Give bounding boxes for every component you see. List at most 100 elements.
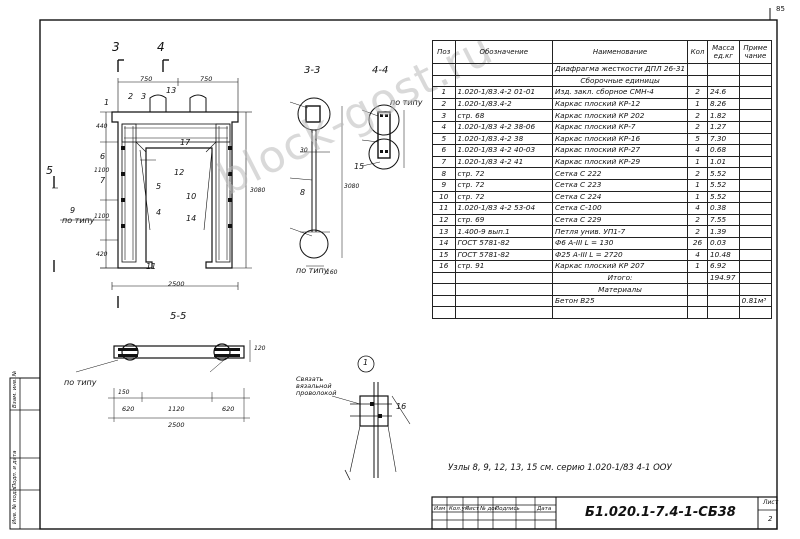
row-note — [738, 144, 773, 157]
callout-2: 2 — [128, 92, 134, 101]
row-note — [738, 167, 773, 180]
row-note — [738, 86, 773, 99]
row-note — [738, 109, 773, 122]
row-mass: 1.01 — [706, 155, 740, 169]
annot-po-tipu-8: по типу — [296, 266, 329, 275]
row-designation: стр. 91 — [454, 260, 554, 273]
row-note — [738, 178, 773, 192]
row-qty: 4 — [687, 144, 708, 157]
row-note — [738, 248, 773, 262]
stamp-h-doc: № док — [480, 506, 498, 512]
row-designation: 1.020-1/83 4-2 40-03 — [454, 144, 554, 157]
row-qty: 5 — [687, 132, 708, 146]
row-mass: 5.52 — [706, 178, 740, 192]
row-note — [738, 120, 773, 134]
section-materials-label: Материалы — [551, 283, 689, 296]
row-qty: 2 — [687, 213, 708, 227]
callout-8: 8 — [300, 188, 306, 197]
callout-14: 14 — [186, 214, 197, 223]
row-name: Сетка С 224 — [551, 190, 689, 204]
side-label-sign: Подп. и дата — [12, 450, 18, 488]
callout-9: 9 — [70, 206, 76, 215]
annot-po-tipu-12: по типу — [64, 378, 97, 387]
dim-150: 150 — [118, 389, 130, 396]
callout-15: 15 — [354, 162, 365, 171]
callout-7: 7 — [100, 176, 106, 185]
row-designation: 1.020-1/83.4-2 — [454, 97, 554, 111]
row-note — [738, 155, 773, 169]
row-pos: 2 — [432, 97, 456, 111]
material-row: Бетон В25 0.81м³ — [432, 294, 773, 308]
row-mass: 8.26 — [706, 97, 740, 111]
dim-3080-33: 3080 — [344, 183, 360, 190]
annot-po-tipu-9: по типу — [62, 216, 95, 225]
stamp-h-date: Дата — [537, 506, 552, 512]
row-pos: 13 — [432, 225, 456, 238]
row-mass: 1.27 — [706, 120, 740, 134]
row-qty: 4 — [687, 248, 708, 262]
row-mass: 1.82 — [706, 109, 740, 122]
row-note — [738, 213, 773, 227]
row-note — [738, 202, 773, 215]
dim-620-left: 620 — [122, 405, 135, 413]
row-pos: 11 — [432, 202, 456, 215]
row-mass: 0.68 — [706, 144, 740, 157]
row-name: Петля унив. УП1-7 — [551, 225, 689, 238]
row-note — [738, 190, 773, 204]
dim-2500-main: 2500 — [168, 280, 185, 288]
sheet-number: 2 — [768, 515, 773, 523]
total-label: Итого: — [551, 271, 689, 285]
row-name: Ф25 А-III L = 2720 — [551, 248, 689, 262]
row-designation: стр. 69 — [454, 213, 554, 227]
row-mass: 7.55 — [706, 213, 740, 227]
row-note — [738, 225, 773, 238]
row-qty: 2 — [687, 167, 708, 180]
header-pos: Поз — [432, 40, 456, 64]
row-name: Сетка С-100 — [551, 202, 689, 215]
section-assembly-label: Сборочные единицы — [551, 74, 689, 88]
header-note: Приме чание — [738, 40, 773, 64]
row-qty: 1 — [687, 155, 708, 169]
dim-750-left: 750 — [140, 75, 153, 83]
row-qty: 26 — [687, 236, 708, 250]
section-marker-3: 3 — [112, 40, 120, 54]
table-header-row: Поз Обозначение Наименование Кол Масса е… — [432, 40, 773, 64]
node-marker-1: 1 — [363, 358, 369, 367]
dim-3080-main: 3080 — [250, 187, 266, 194]
callout-17: 17 — [180, 138, 191, 147]
row-designation: стр. 72 — [454, 167, 554, 180]
row-pos: 1 — [432, 86, 456, 99]
stamp-h-izm: Изм — [434, 506, 446, 512]
dim-120: 120 — [254, 345, 266, 352]
side-stamp: Инв. № подл. Подп. и дата Взам. инв. № — [10, 371, 38, 526]
row-designation: 1.400-9 вып.1 — [454, 225, 554, 238]
row-mass: 7.30 — [706, 132, 740, 146]
annot-tie-wire: Связать вязальной проволокой — [296, 375, 337, 397]
row-designation: стр. 68 — [454, 109, 554, 122]
dim-1100-b: 1100 — [94, 213, 110, 220]
callout-12: 12 — [174, 168, 185, 177]
row-name: Каркас плоский КР-12 — [551, 97, 689, 111]
row-pos: 12 — [432, 213, 456, 227]
callout-13: 13 — [166, 86, 177, 95]
row-name: Изд. закл. сборное СМН-4 — [551, 86, 689, 99]
callout-16: 16 — [396, 402, 407, 411]
row-qty: 1 — [687, 178, 708, 192]
row-note — [738, 132, 773, 146]
callout-4: 4 — [156, 208, 162, 217]
row-pos: 9 — [432, 178, 456, 192]
material-name: Бетон В25 — [551, 294, 689, 308]
row-name: Каркас плоский КР 202 — [551, 109, 689, 122]
